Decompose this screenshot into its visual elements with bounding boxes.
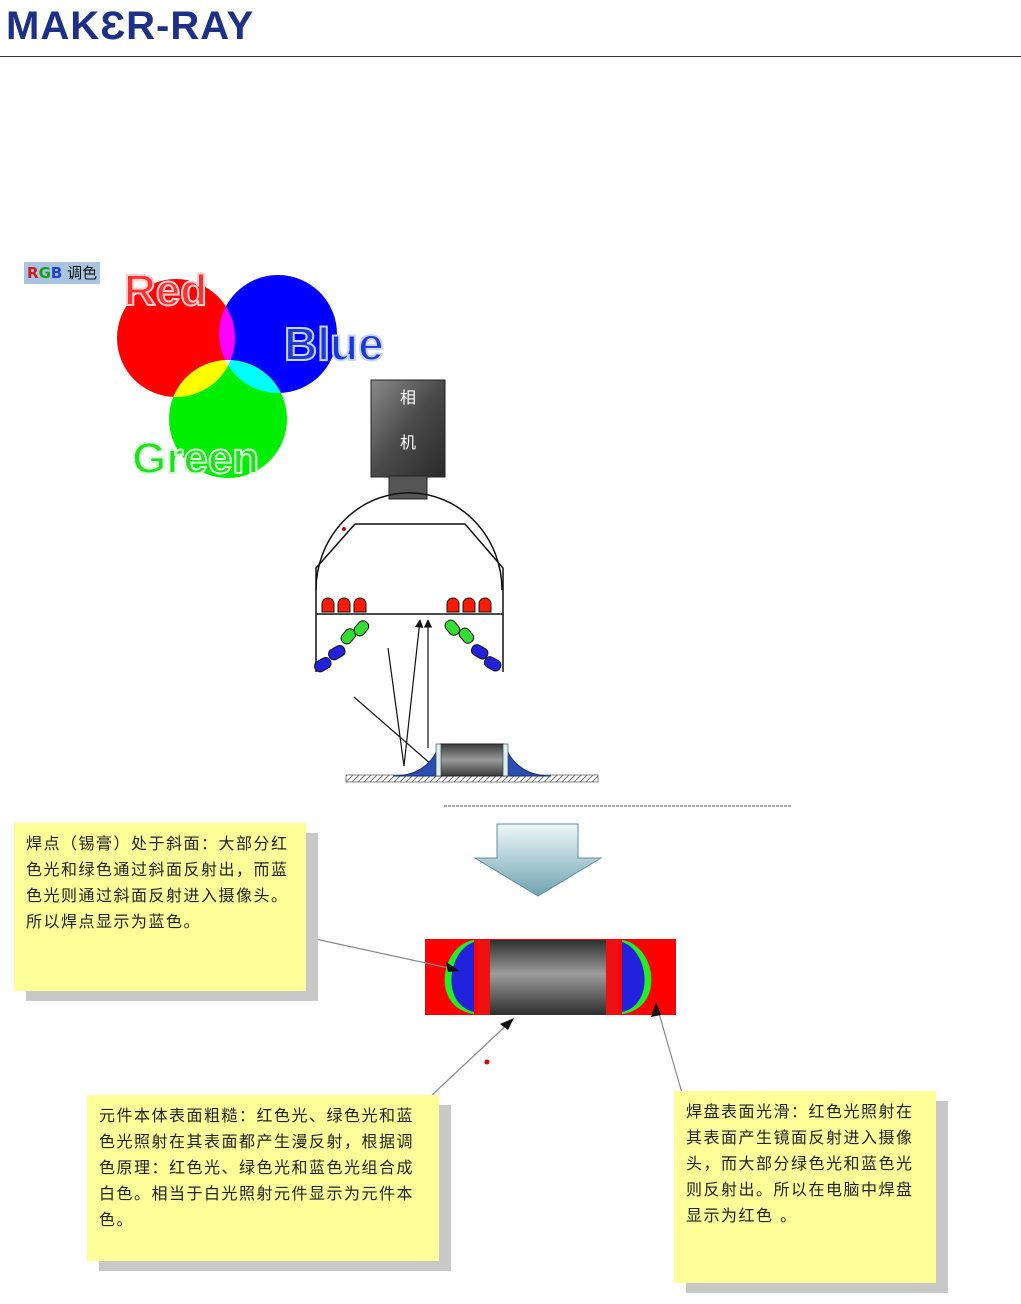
green-word: Green xyxy=(132,434,259,483)
camera-lens xyxy=(389,476,427,499)
component-body-side xyxy=(440,744,504,776)
red-word: Red xyxy=(124,266,207,315)
red-led-row xyxy=(322,598,491,612)
solder-fillet-right xyxy=(504,744,551,776)
note-pad-surface: 焊盘表面光滑：红色光照射在其表面产生镜面反射进入摄像头，而大部分绿色光和蓝色光则… xyxy=(674,1091,936,1283)
down-arrow-icon xyxy=(475,824,601,896)
note-solder-joint: 焊点（锡膏）处于斜面：大部分红色光和绿色通过斜面反射出，而蓝色光则通过斜面反射进… xyxy=(14,823,306,991)
note-component-body: 元件本体表面粗糙：红色光、绿色光和蓝色光照射在其表面都产生漫反射，根据调色原理：… xyxy=(87,1095,439,1261)
leader-pad xyxy=(656,1003,682,1093)
red-led xyxy=(463,598,475,612)
blue-led-row xyxy=(313,643,503,674)
ray xyxy=(404,620,420,766)
blue-word: Blue xyxy=(284,318,384,370)
component-side-view xyxy=(346,744,598,782)
arrowhead-component xyxy=(500,1018,514,1030)
red-dot-top xyxy=(342,527,346,531)
component-edge-right xyxy=(606,940,618,1015)
red-led xyxy=(354,598,366,612)
component-top-view xyxy=(425,939,676,1015)
camera-label-2: 机 xyxy=(400,433,416,452)
light-rays xyxy=(354,620,432,766)
terminal-right xyxy=(503,744,508,776)
component-body-top xyxy=(490,940,606,1015)
red-led xyxy=(447,598,459,612)
red-dot-bottom xyxy=(485,1060,490,1065)
camera: 相 机 xyxy=(371,380,445,499)
terminal-left xyxy=(436,744,441,776)
component-edge-left xyxy=(478,940,490,1015)
ray xyxy=(354,697,432,765)
dome-arc xyxy=(316,493,502,590)
ray xyxy=(388,648,404,766)
solder-fillet-left xyxy=(393,744,440,776)
red-led xyxy=(338,598,350,612)
leader-component xyxy=(432,1019,513,1095)
green-led-row xyxy=(339,618,476,646)
camera-label-1: 相 xyxy=(400,388,416,407)
red-led xyxy=(479,598,491,612)
red-led xyxy=(322,598,334,612)
